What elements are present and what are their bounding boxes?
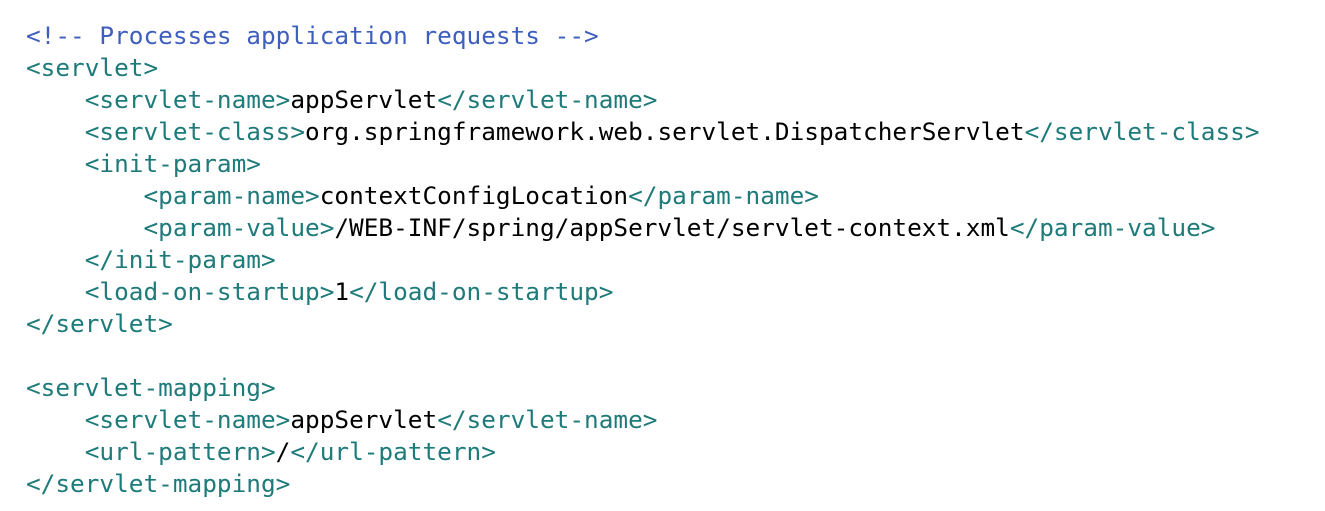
xml-text-value: / bbox=[275, 437, 291, 466]
code-line: <load-on-startup>1</load-on-startup> bbox=[26, 276, 1260, 308]
code-line: <!-- Processes application requests --> bbox=[26, 20, 1260, 52]
xml-tag: </servlet> bbox=[26, 309, 173, 338]
code-line: <servlet-mapping> bbox=[26, 372, 1260, 404]
code-line: <servlet-name>appServlet</servlet-name> bbox=[26, 404, 1260, 436]
xml-tag: </servlet-mapping> bbox=[26, 469, 291, 498]
xml-tag: <servlet-class> bbox=[26, 117, 306, 146]
xml-text-value: /WEB-INF/spring/appServlet/servlet-conte… bbox=[334, 213, 1010, 242]
code-editor-view: <!-- Processes application requests --> <… bbox=[26, 20, 1260, 500]
code-line: <servlet> bbox=[26, 52, 1260, 84]
xml-tag: <servlet-mapping> bbox=[26, 373, 276, 402]
xml-tag: <url-pattern> bbox=[26, 437, 276, 466]
code-line: <servlet-name>appServlet</servlet-name> bbox=[26, 84, 1260, 116]
code-line: <url-pattern>/</url-pattern> bbox=[26, 436, 1260, 468]
xml-tag: <servlet-name> bbox=[26, 405, 291, 434]
xml-tag: </param-name> bbox=[628, 181, 819, 210]
xml-text-value: appServlet bbox=[290, 85, 438, 114]
xml-tag: <servlet-name> bbox=[26, 85, 291, 114]
xml-tag: </servlet-class> bbox=[1024, 117, 1260, 146]
xml-text-value: contextConfigLocation bbox=[319, 181, 629, 210]
code-comment: <!-- Processes application requests --> bbox=[26, 21, 599, 50]
xml-tag: <param-value> bbox=[26, 213, 335, 242]
code-line: <servlet-class>org.springframework.web.s… bbox=[26, 116, 1260, 148]
xml-tag: </servlet-name> bbox=[437, 85, 658, 114]
xml-tag: </init-param> bbox=[26, 245, 276, 274]
xml-tag: </url-pattern> bbox=[290, 437, 496, 466]
code-line: </servlet-mapping> bbox=[26, 468, 1260, 500]
xml-tag: <servlet> bbox=[26, 53, 159, 82]
xml-text-value: org.springframework.web.servlet.Dispatch… bbox=[305, 117, 1025, 146]
xml-tag: </load-on-startup> bbox=[349, 277, 614, 306]
xml-tag: <param-name> bbox=[26, 181, 320, 210]
xml-text-value: appServlet bbox=[290, 405, 438, 434]
xml-tag: </servlet-name> bbox=[437, 405, 658, 434]
code-line bbox=[26, 340, 1260, 372]
code-line: <param-value>/WEB-INF/spring/appServlet/… bbox=[26, 212, 1260, 244]
code-line: </init-param> bbox=[26, 244, 1260, 276]
xml-tag: <load-on-startup> bbox=[26, 277, 335, 306]
code-line: </servlet> bbox=[26, 308, 1260, 340]
xml-tag: </param-value> bbox=[1009, 213, 1216, 242]
code-line: <param-name>contextConfigLocation</param… bbox=[26, 180, 1260, 212]
code-line: <init-param> bbox=[26, 148, 1260, 180]
xml-tag: <init-param> bbox=[26, 149, 261, 178]
xml-text-value: 1 bbox=[334, 277, 350, 306]
